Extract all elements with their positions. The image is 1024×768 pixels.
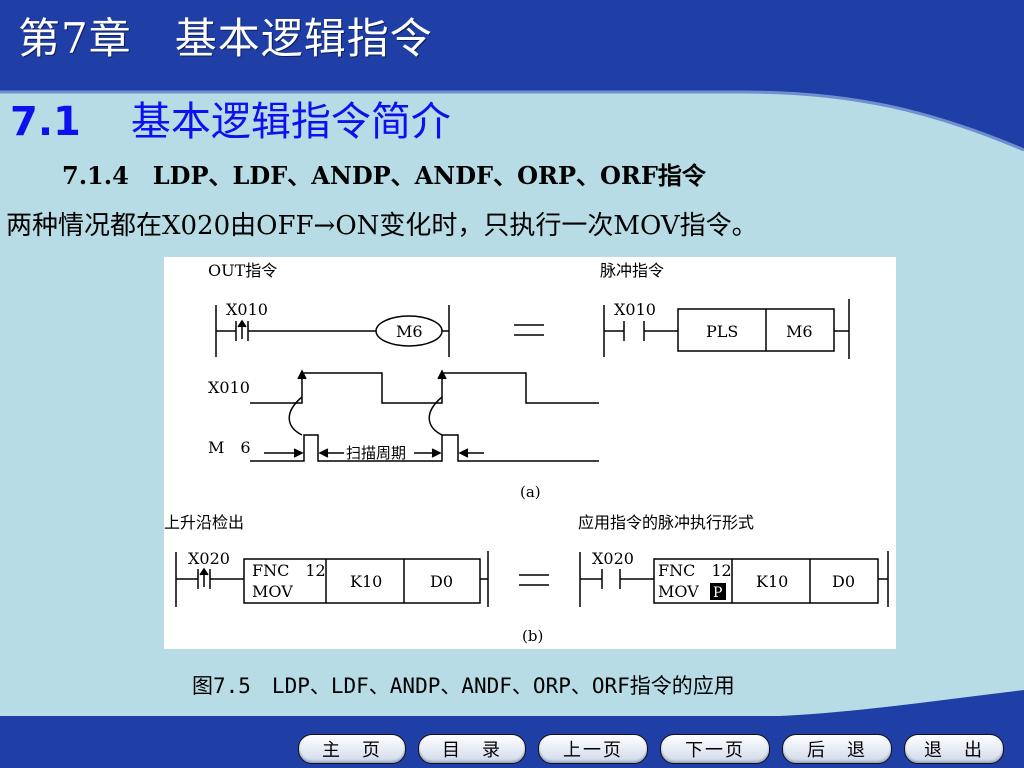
chapter-title: 第7章 基本逻辑指令 xyxy=(18,14,433,63)
navigation-bar: 主 页 目 录 上一页 下一页 后 退 退 出 xyxy=(298,734,1004,764)
ladder-diagram-figure: OUT指令 脉冲指令 X010 X010 M6 PLS M6 X010 M 6 … xyxy=(164,257,896,649)
figure-caption: 图7.5 LDP、LDF、ANDP、ANDF、ORP、ORF指令的应用 xyxy=(192,674,735,698)
coil-label: M6 xyxy=(396,322,423,341)
subsection-title: 7.1.4 LDP、LDF、ANDP、ANDF、ORP、ORF指令 xyxy=(62,161,706,190)
section-number: 7.1 xyxy=(10,99,81,145)
exit-button[interactable]: 退 出 xyxy=(904,734,1004,764)
out-instruction-title: OUT指令 xyxy=(208,261,277,280)
d0-left: D0 xyxy=(430,572,453,591)
figure-label-b: (b) xyxy=(522,627,543,645)
fnc-left-line1: FNC 12 xyxy=(252,561,326,580)
pulse-instruction-title: 脉冲指令 xyxy=(600,261,664,280)
d0-right: D0 xyxy=(832,572,855,591)
section-heading: 7.1 基本逻辑指令简介 xyxy=(10,102,451,142)
figure-label-a: (a) xyxy=(520,483,541,501)
contact-label-b-right: X020 xyxy=(592,549,634,568)
fnc-left-line2: MOV xyxy=(252,582,293,601)
body-text: 两种情况都在X020由OFF→ON变化时，只执行一次MOV指令。 xyxy=(6,211,758,241)
pls-label: PLS xyxy=(706,322,738,341)
contents-button[interactable]: 目 录 xyxy=(418,734,526,764)
pls-operand: M6 xyxy=(786,322,813,341)
contact-label-a-left: X010 xyxy=(226,300,268,319)
home-button[interactable]: 主 页 xyxy=(298,734,406,764)
back-button[interactable]: 后 退 xyxy=(782,734,892,764)
k10-right: K10 xyxy=(756,572,788,591)
p-badge: P xyxy=(713,585,722,601)
prev-page-button[interactable]: 上一页 xyxy=(538,734,648,764)
timing-signal-x010: X010 xyxy=(208,378,250,397)
k10-left: K10 xyxy=(350,572,382,591)
fnc-right-line2: MOV xyxy=(658,582,699,601)
timing-signal-m6: M 6 xyxy=(208,438,251,457)
contact-label-a-right: X010 xyxy=(614,300,656,319)
figure-svg: OUT指令 脉冲指令 X010 X010 M6 PLS M6 X010 M 6 … xyxy=(164,261,889,645)
fnc-right-line1: FNC 12 xyxy=(658,561,732,580)
pulse-execution-title: 应用指令的脉冲执行形式 xyxy=(578,513,754,532)
p-badge-box xyxy=(710,583,726,600)
rising-edge-title: 上升沿检出 xyxy=(164,513,244,532)
next-page-button[interactable]: 下一页 xyxy=(660,734,770,764)
section-title: 基本逻辑指令简介 xyxy=(130,99,451,145)
contact-label-b-left: X020 xyxy=(188,549,230,568)
scan-period-label: 扫描周期 xyxy=(346,444,406,462)
